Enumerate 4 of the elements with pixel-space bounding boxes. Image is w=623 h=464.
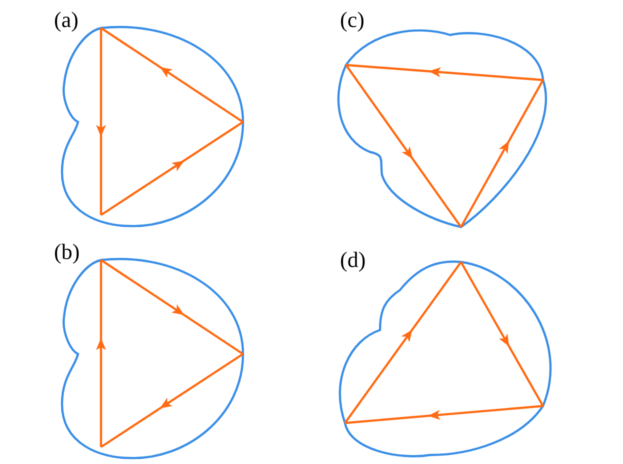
panel-label: (d) <box>340 249 366 271</box>
panel-label: (c) <box>340 9 364 31</box>
panel-label: (b) <box>54 241 80 263</box>
panel-label: (a) <box>54 9 78 31</box>
